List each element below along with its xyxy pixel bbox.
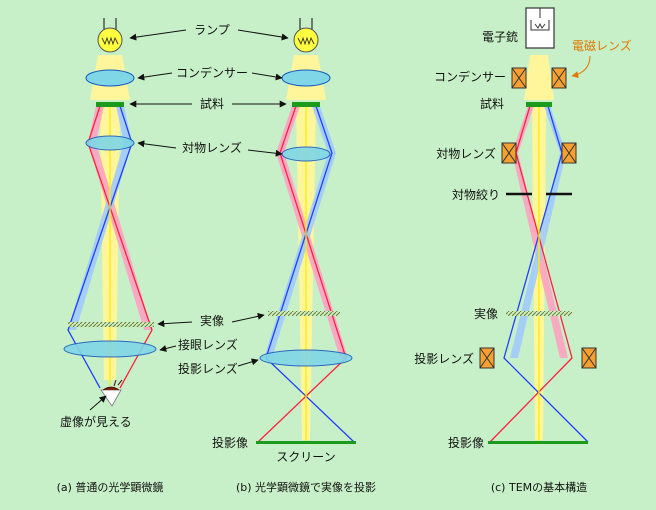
electromagnetic-coil-icon: [479, 347, 597, 369]
panel-b: [256, 18, 356, 444]
label-lamp: ランプ: [194, 23, 230, 37]
label-electron-gun-c: 電子銃: [482, 29, 518, 44]
label-aperture-c: 対物絞り: [452, 187, 500, 202]
real-image-plane-a: [68, 322, 154, 327]
caption-b: (b) 光学顕微鏡で実像を投影: [236, 480, 376, 494]
label-projected-image-b: 投影像: [212, 435, 248, 450]
panel-a: [63, 18, 157, 407]
captions: (a) 普通の光学顕微鏡 (b) 光学顕微鏡で実像を投影 (c) TEMの基本構…: [57, 480, 588, 494]
panel-c: [479, 7, 597, 444]
specimen-b: [292, 102, 320, 107]
label-specimen-c: 試料: [480, 96, 504, 111]
label-condenser-c: コンデンサー: [434, 69, 506, 84]
projection-lens-b: [259, 349, 353, 367]
beam-c: [524, 55, 554, 100]
label-condenser-a: コンデンサー: [176, 65, 248, 80]
blue-cone-a: [68, 106, 132, 330]
screen-c: [488, 441, 588, 444]
label-electromagnetic-lens-c: 電磁レンズ: [572, 38, 632, 53]
objective-lens-b: [281, 146, 331, 162]
label-objective-a: 対物レンズ: [182, 140, 242, 155]
red-ray-c: [489, 105, 573, 443]
objective-lens-a: [85, 135, 135, 151]
label-projection-lens-b: 投影レンズ: [178, 361, 238, 376]
blue-ray-c: [503, 105, 589, 443]
label-objective-c: 対物レンズ: [436, 146, 496, 161]
eyepiece-lens-a: [63, 340, 157, 358]
electromagnetic-coil-icon: [511, 67, 567, 89]
screen-b: [256, 441, 356, 444]
red-ray-b: [257, 105, 347, 443]
blue-ray-b: [265, 105, 355, 443]
electron-gun-icon: [525, 7, 555, 49]
label-projection-lens-c: 投影レンズ: [414, 351, 474, 366]
condenser-lens-b: [281, 69, 331, 87]
red-ray-a: [87, 105, 153, 389]
label-specimen-a: 試料: [200, 96, 224, 111]
blue-ray-a: [67, 105, 133, 389]
real-image-plane-b: [268, 311, 340, 316]
pink-cone-a: [88, 106, 152, 330]
label-virtual-image-a: 虚像が見える: [60, 414, 132, 429]
label-projected-image-c: 投影像: [448, 435, 484, 450]
caption-a: (a) 普通の光学顕微鏡: [57, 480, 164, 494]
real-image-plane-c: [506, 311, 572, 316]
light-bulb-icon: [97, 18, 123, 53]
condenser-lens-a: [85, 69, 135, 87]
specimen-c: [526, 102, 552, 107]
label-real-image-c: 実像: [474, 306, 498, 321]
caption-c: (c) TEMの基本構造: [491, 480, 587, 494]
label-eyepiece-a: 接眼レンズ: [178, 337, 238, 352]
light-bulb-icon: [293, 18, 319, 53]
specimen-a: [96, 102, 124, 107]
electromagnetic-coil-icon: [501, 142, 577, 164]
label-real-image-a: 実像: [200, 313, 224, 328]
eye-icon: [100, 379, 123, 407]
label-screen-b: スクリーン: [276, 450, 335, 464]
labels: ランプ コンデンサー 試料 対物レンズ 実像 接眼レンズ 投影レンズ 虚像が見え…: [60, 23, 632, 464]
